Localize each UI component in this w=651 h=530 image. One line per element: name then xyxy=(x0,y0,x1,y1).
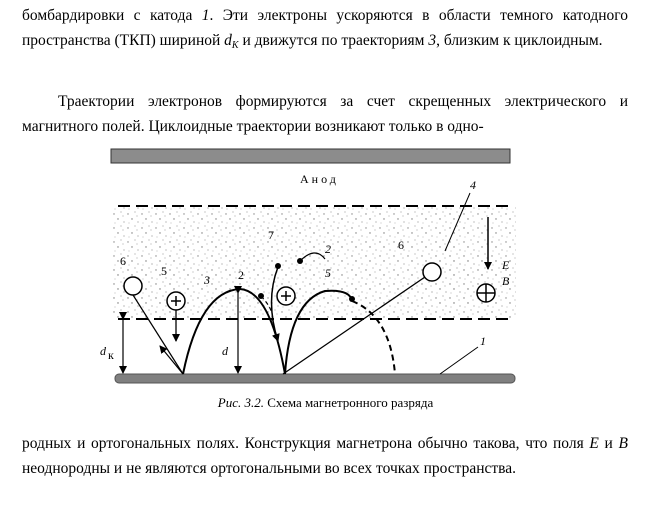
magnetron-discharge-figure: Анод 6 5 3 2 7 2 5 6 4 E B 1 d d к xyxy=(0,141,651,431)
label-6-right: 6 xyxy=(398,238,404,252)
label-2-left: 2 xyxy=(238,268,244,282)
paragraph-1: бомбардировки с катода 1. Эти электроны … xyxy=(22,7,628,51)
label-7: 7 xyxy=(268,228,274,242)
label-5-left: 5 xyxy=(161,264,167,278)
label-2-center: 2 xyxy=(325,242,331,256)
label-5-center: 5 xyxy=(325,266,331,280)
atom-7 xyxy=(275,263,281,269)
label-d: d xyxy=(222,344,229,358)
label-6-left: 6 xyxy=(120,254,126,268)
cathode-bar xyxy=(114,373,516,384)
atom-6-right xyxy=(422,262,442,282)
electron-trajectory-center xyxy=(284,289,353,375)
label-B: B xyxy=(502,274,510,288)
label-3: 3 xyxy=(203,273,210,287)
label-4: 4 xyxy=(470,178,476,192)
sputter-line xyxy=(282,276,426,375)
paragraph-3: родных и ортогональных полях. Конструкци… xyxy=(22,435,628,477)
paragraph-2: Траектории электронов формируются за сче… xyxy=(22,93,628,135)
label-E: E xyxy=(501,258,510,272)
anode-bar xyxy=(110,148,511,164)
anode-label: Анод xyxy=(300,172,339,186)
label-1: 1 xyxy=(480,334,486,348)
atom-6-left xyxy=(123,276,143,296)
label-dk: d xyxy=(100,344,107,358)
figure-caption: Рис. 3.2. Схема магнетронного разряда xyxy=(217,395,434,410)
label-dk-sub: к xyxy=(108,348,114,362)
